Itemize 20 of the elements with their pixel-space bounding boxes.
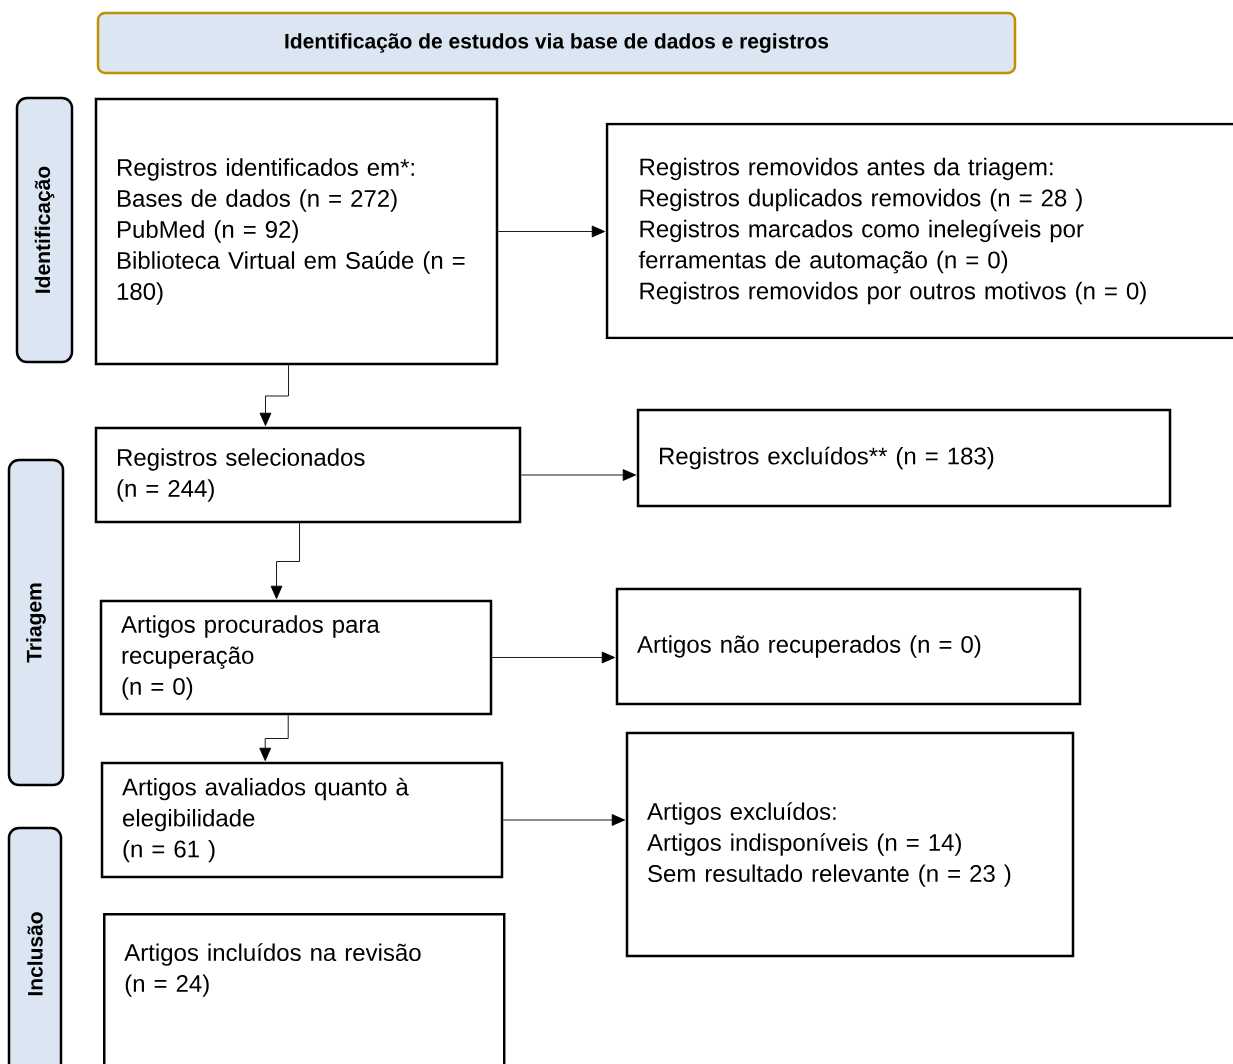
arrow: [502, 814, 626, 826]
arrow: [491, 651, 616, 664]
header-band: Identificação de estudos via base de dados e registros: [96, 11, 1017, 75]
arrow: [497, 225, 606, 238]
process-box: Registros identificados em*: Bases de dados (n = 272) PubMed (n = 92) Biblioteca Virtual em Saúde (n = 180): [94, 97, 499, 366]
process-box: Artigos excluídos: Artigos indisponíveis (n = 14) Sem resultado relevante (n = 23 ): [625, 731, 1075, 958]
stage-band: Inclusão: [7, 826, 63, 1064]
process-box: Artigos não recuperados (n = 0): [615, 587, 1082, 706]
process-box: Artigos incluídos na revisão (n = 24): [103, 913, 506, 1064]
arrow: [520, 469, 637, 481]
stage-band: Identificação: [15, 96, 74, 364]
arrow: [259, 364, 289, 427]
process-box: Registros excluídos** (n = 183): [636, 408, 1172, 508]
process-box: Artigos avaliados quanto à elegibilidade (n = 61 ): [100, 761, 504, 879]
process-box: Registros selecionados (n = 244): [94, 426, 522, 524]
arrow: [270, 522, 300, 600]
process-box: Artigos procurados para recuperação (n = 0): [99, 599, 493, 716]
process-box: Registros removidos antes da triagem: Registros duplicados removidos (n = 28 ) Registros marcados como inelegíveis por ferramentas de automação (n = 0) Registros removidos por outros motivos (n = 0): [605, 122, 1233, 340]
arrow: [259, 714, 289, 762]
stage-band: Triagem: [7, 458, 65, 787]
